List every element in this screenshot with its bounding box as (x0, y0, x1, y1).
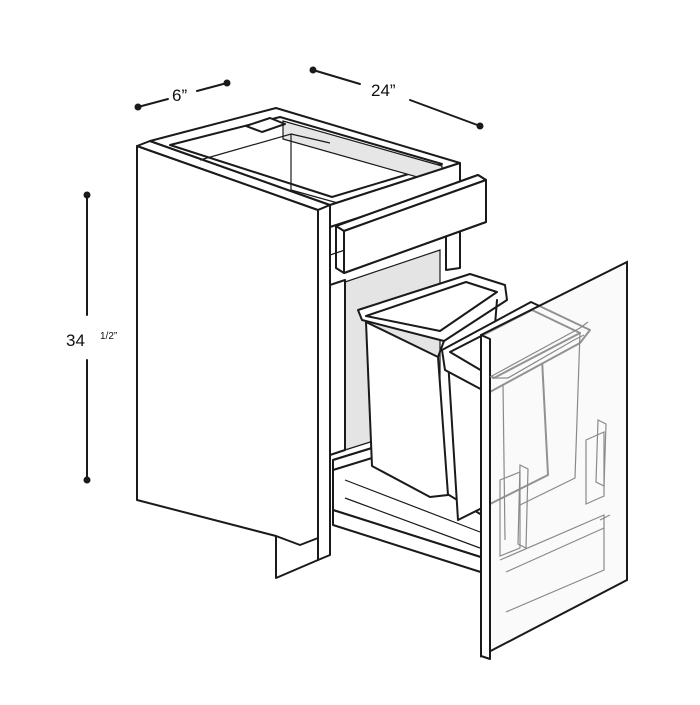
front-stile-left (317, 204, 331, 561)
waste-bin-front (357, 273, 508, 498)
width-dimension: 24” (309, 66, 484, 130)
cabinet-box (136, 107, 461, 579)
toe-kick-notch (275, 535, 319, 546)
dimension-dot-icon (223, 79, 231, 87)
corner-bracket (245, 117, 286, 133)
height-dimension: 34 1/2” (66, 191, 117, 484)
dimension-dot-icon (83, 191, 91, 199)
width-label: 24” (371, 81, 396, 100)
dimension-dot-icon (83, 476, 91, 484)
dimension-dot-icon (309, 66, 317, 74)
door-edge (480, 334, 491, 660)
depth-label: 6” (172, 86, 187, 105)
bin1-opening (365, 281, 498, 332)
left-side-panel (136, 145, 319, 579)
interior-left-edge (329, 279, 346, 456)
dimension-dot-icon (134, 103, 142, 111)
height-label: 34 (66, 331, 85, 350)
depth-dimension: 6” (134, 79, 231, 111)
top-opening (169, 116, 443, 198)
height-fraction-label: 1/2” (100, 331, 117, 342)
bin1-body (365, 321, 449, 498)
drawer-front (343, 179, 487, 274)
drawer (329, 174, 487, 274)
dimension-dot-icon (476, 122, 484, 130)
door-panel (480, 260, 628, 660)
